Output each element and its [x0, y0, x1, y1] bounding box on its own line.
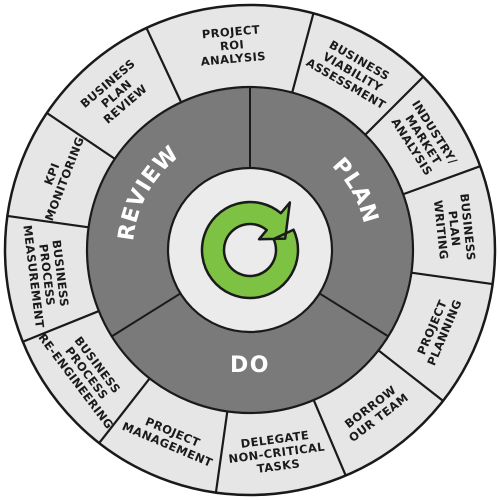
segment-label-line: WRITING: [431, 199, 451, 260]
cycle-arrow-icon: [200, 200, 300, 300]
phase-divider: [111, 292, 181, 338]
segment-label-line: PROJECT: [201, 22, 260, 41]
segment-divider: [312, 398, 347, 477]
segment-divider: [21, 309, 100, 343]
segment-divider: [364, 75, 425, 136]
center-hub: [166, 166, 334, 334]
segment-divider: [377, 349, 445, 402]
segment-divider: [98, 377, 151, 445]
segment-label-line: TASKS: [256, 456, 301, 476]
segment-divider: [291, 12, 315, 94]
phase-divider: [319, 292, 389, 338]
segment-divider: [402, 165, 482, 196]
segment-label-line: PLAN: [446, 210, 464, 247]
phase-label-do: DO: [230, 353, 270, 378]
segment-label-line: ROI: [219, 37, 244, 53]
segment-divider: [6, 214, 90, 229]
segment-label-line: ANALYSIS: [200, 49, 266, 69]
segment-divider: [45, 111, 116, 160]
segment-divider: [214, 410, 229, 494]
center-disc: [166, 166, 334, 334]
segment-divider: [145, 26, 183, 104]
segment-divider: [410, 271, 494, 286]
